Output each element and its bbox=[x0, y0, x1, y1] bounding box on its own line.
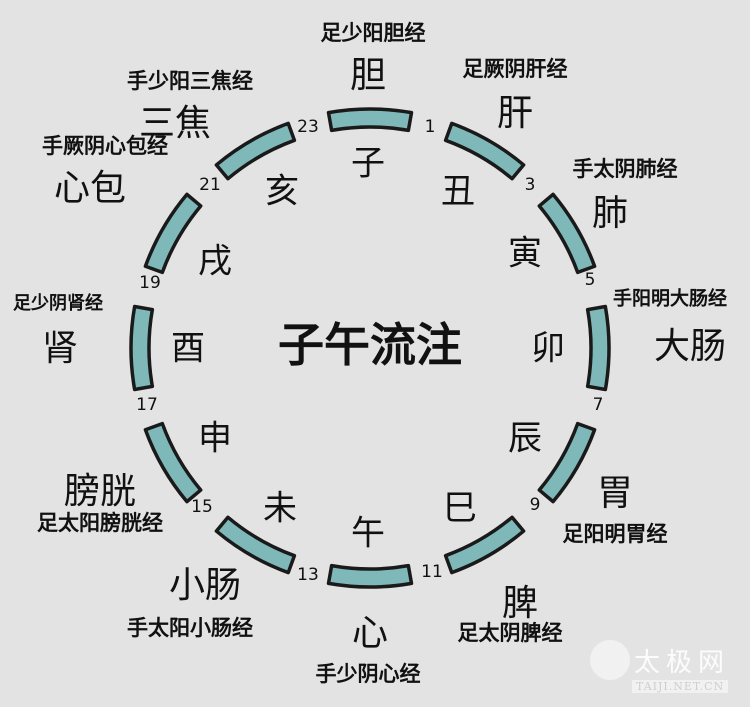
ring-segment bbox=[326, 563, 414, 589]
meridian-kidney: 足少阴肾经 bbox=[13, 293, 103, 314]
organ-stomach: 胃 bbox=[596, 473, 634, 514]
organ-small-intestine: 小肠 bbox=[168, 565, 242, 606]
branch-zi: 子 bbox=[351, 143, 385, 184]
organ-spleen: 脾 bbox=[501, 583, 539, 624]
organ-liver: 肝 bbox=[496, 93, 534, 134]
branch-shen: 申 bbox=[198, 418, 232, 459]
branch-chen: 辰 bbox=[508, 418, 542, 459]
organ-gallbladder: 胆 bbox=[349, 55, 387, 96]
hour-3: 3 bbox=[524, 175, 536, 195]
organ-bladder: 膀胱 bbox=[63, 471, 137, 512]
hour-1: 1 bbox=[424, 117, 436, 137]
meridian-large-intestine: 手阳明大肠经 bbox=[612, 287, 728, 310]
hour-9: 9 bbox=[529, 495, 541, 515]
meridian-triple-burner: 手少阳三焦经 bbox=[127, 69, 253, 93]
meridian-heart: 手少阴心经 bbox=[315, 662, 421, 686]
meridian-spleen: 足太阴脾经 bbox=[457, 621, 563, 645]
ring-segment bbox=[143, 192, 203, 275]
ring-segment bbox=[214, 515, 297, 575]
ring-segment bbox=[537, 192, 597, 275]
ring-segment bbox=[326, 107, 414, 133]
hour-17: 17 bbox=[136, 395, 158, 415]
ring-segment bbox=[143, 421, 203, 504]
ring-segment bbox=[214, 121, 297, 181]
branch-you: 酉 bbox=[171, 328, 205, 369]
branch-si: 巳 bbox=[443, 488, 477, 529]
ring-segment bbox=[443, 515, 526, 575]
hour-5: 5 bbox=[584, 270, 596, 290]
ring-segment bbox=[537, 421, 597, 504]
watermark: 太极网 TAIJI.NET.CN bbox=[590, 640, 731, 693]
ring-segment bbox=[585, 304, 611, 392]
organ-lung: 肺 bbox=[591, 193, 629, 234]
hour-21: 21 bbox=[199, 175, 221, 195]
organ-heart: 心 bbox=[351, 613, 389, 654]
hour-19: 19 bbox=[139, 273, 161, 293]
branch-wei: 未 bbox=[263, 488, 297, 529]
taiji-logo-icon bbox=[590, 640, 630, 680]
meridian-small-intestine: 手太阳小肠经 bbox=[127, 616, 253, 640]
hour-13: 13 bbox=[297, 565, 319, 585]
watermark-cn: 太极网 bbox=[634, 647, 731, 678]
hour-7: 7 bbox=[592, 395, 604, 415]
hour-23: 23 bbox=[297, 117, 319, 137]
branch-wu: 午 bbox=[351, 513, 385, 554]
hour-11: 11 bbox=[421, 562, 443, 582]
meridian-liver: 足厥阴肝经 bbox=[462, 57, 568, 81]
hour-15: 15 bbox=[191, 497, 213, 517]
branch-yin: 寅 bbox=[508, 233, 542, 274]
organ-kidney: 肾 bbox=[41, 328, 79, 369]
branch-xu: 戌 bbox=[198, 241, 232, 282]
ring-segment bbox=[443, 121, 526, 181]
organ-pericardium: 心包 bbox=[53, 168, 127, 209]
meridian-pericardium: 手厥阴心包经 bbox=[42, 134, 168, 158]
meridian-bladder: 足太阳膀胱经 bbox=[37, 511, 163, 535]
diagram-title: 子午流注 bbox=[278, 318, 462, 372]
branch-chou: 丑 bbox=[441, 171, 475, 212]
organ-large-intestine: 大肠 bbox=[653, 326, 727, 367]
watermark-en: TAIJI.NET.CN bbox=[632, 680, 729, 693]
meridian-lung: 手太阴肺经 bbox=[572, 157, 678, 181]
meridian-gallbladder: 足少阳胆经 bbox=[320, 21, 426, 45]
meridian-stomach: 足阳明胃经 bbox=[562, 522, 668, 546]
organ-triple-burner: 三焦 bbox=[138, 103, 212, 144]
ring-segment bbox=[129, 304, 155, 392]
branch-hai: 亥 bbox=[265, 171, 299, 212]
branch-mao: 卯 bbox=[531, 328, 565, 369]
